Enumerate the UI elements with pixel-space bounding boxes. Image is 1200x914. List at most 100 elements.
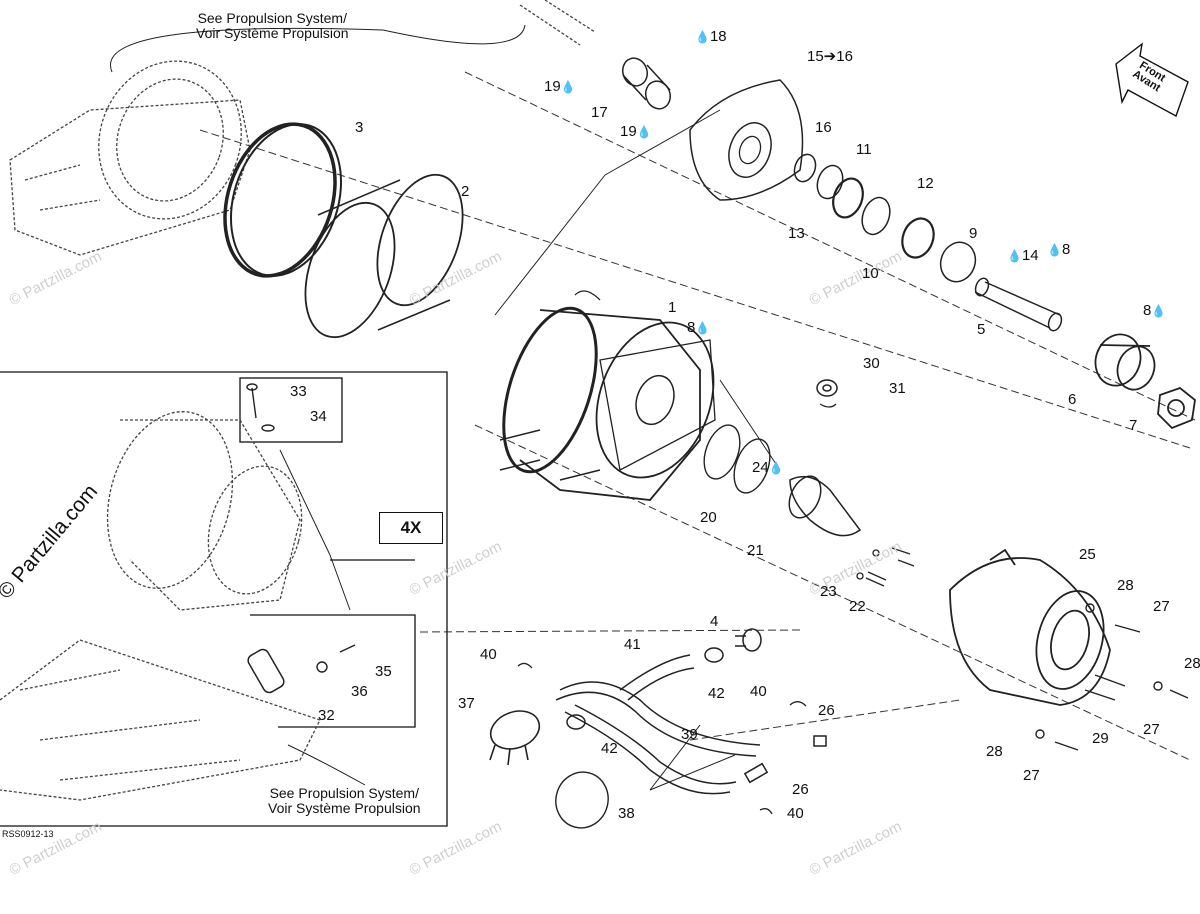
drop-icon: 💧 (1151, 304, 1167, 318)
part-31-clip (819, 403, 837, 408)
drop-icon: 💧 (1047, 243, 1062, 257)
callout-15-16: 15➔16 (807, 48, 853, 65)
callout-4: 4 (710, 613, 719, 630)
callout-42-lower: 42 (601, 740, 618, 757)
callout-28-right: 28 (1184, 655, 1200, 672)
callout-8-shaft-text: 8 (1061, 241, 1071, 258)
callout-39: 39 (681, 726, 698, 743)
callout-9: 9 (969, 225, 978, 242)
reference-note-top-line1: See Propulsion System/ (197, 10, 347, 26)
callout-27-upper: 27 (1153, 598, 1170, 615)
quantity-multiplier: 4X (379, 512, 443, 544)
part-42-clamps (566, 647, 724, 730)
callout-34: 34 (310, 408, 327, 425)
drop-icon: 💧 (768, 461, 784, 475)
callout-32: 32 (318, 707, 335, 724)
callout-6: 6 (1068, 391, 1077, 408)
parts-22-23-bolts (856, 547, 915, 587)
inset-panel (0, 371, 448, 827)
reference-note-bottom-line2: Voir Système Propulsion (268, 799, 421, 816)
callout-10: 10 (862, 265, 879, 282)
parts-27-28-29-fasteners (1035, 603, 1189, 751)
callout-1: 1 (668, 299, 677, 316)
part-38-o-ring (555, 771, 609, 829)
callout-19-bottom-text: 19 (620, 123, 637, 140)
part-40-clips (517, 662, 807, 815)
callout-16: 16 (815, 119, 832, 136)
callout-8-housing-text: 8 (687, 319, 696, 336)
parts-33-34-bolt (246, 383, 275, 432)
part-25-nozzle (949, 548, 1111, 706)
diagram-code: RSS0912-13 (2, 829, 54, 839)
drop-icon: 💧 (560, 80, 576, 94)
part-1-pump-housing (499, 290, 716, 501)
part-7-nut (1157, 386, 1196, 430)
part-20-o-rings (703, 424, 771, 494)
callout-21: 21 (747, 542, 764, 559)
inset-housing-illustration (106, 411, 303, 611)
part-4-fitting (735, 628, 762, 652)
callout-8-bearing-text: 8 (1143, 302, 1152, 319)
part-21-cone (788, 475, 862, 537)
callout-3: 3 (355, 119, 364, 136)
reference-note-bottom: See Propulsion System/ Voir Système Prop… (268, 786, 421, 815)
callout-40-lower: 40 (787, 805, 804, 822)
bearing-rings (793, 153, 977, 283)
callout-11: 11 (856, 141, 872, 158)
reference-note-top-line2: Voir Système Propulsion (196, 24, 349, 41)
callout-36: 36 (351, 683, 368, 700)
callout-18: 💧18 (695, 29, 727, 44)
callout-18-text: 18 (709, 28, 727, 45)
callout-42-upper: 42 (708, 685, 725, 702)
callout-14-text: 14 (1021, 247, 1039, 264)
callout-26-lower: 26 (792, 781, 809, 798)
front-arrow-icon (1115, 42, 1189, 118)
callout-19-bottom: 19💧 (620, 124, 652, 139)
part-26-connectors (743, 735, 827, 784)
inset-hull-illustration (0, 639, 321, 801)
part-37-manifold (489, 710, 541, 766)
callout-31: 31 (889, 380, 906, 397)
callout-14: 💧14 (1007, 248, 1039, 263)
callout-27-lower: 27 (1023, 767, 1040, 784)
callout-13: 13 (788, 225, 805, 242)
part-30-washer (816, 379, 838, 397)
drop-icon: 💧 (1007, 249, 1022, 263)
callout-33: 33 (290, 383, 307, 400)
part-3-wear-ring-gasket (223, 122, 343, 278)
part-6-bearing (1094, 333, 1156, 391)
callout-5: 5 (977, 321, 986, 338)
part-2-sleeve (304, 173, 464, 339)
callout-35: 35 (375, 663, 392, 680)
callout-8-bearing: 8💧 (1143, 303, 1166, 318)
assembly-guide-lines (199, 71, 1196, 761)
callout-40-mid: 40 (750, 683, 767, 700)
callout-8-housing: 8💧 (687, 320, 710, 335)
callout-40-left: 40 (480, 646, 497, 663)
part-17-sleeve (621, 57, 672, 110)
callout-37: 37 (458, 695, 475, 712)
callout-28-lower: 28 (986, 743, 1003, 760)
reference-note-top: See Propulsion System/ Voir Système Prop… (196, 11, 349, 40)
callout-23: 23 (820, 583, 837, 600)
callout-8-shaft: 💧8 (1047, 242, 1070, 257)
drive-shaft-top (519, 0, 596, 46)
parts-35-36-bolt (316, 644, 356, 673)
drop-icon: 💧 (695, 321, 711, 335)
callout-29: 29 (1092, 730, 1109, 747)
water-hoses (555, 654, 761, 795)
callout-25: 25 (1079, 546, 1096, 563)
part-15-impeller (689, 79, 804, 201)
drop-icon: 💧 (695, 30, 710, 44)
callout-7: 7 (1129, 417, 1138, 434)
callout-28-upper: 28 (1117, 577, 1134, 594)
callout-26-upper: 26 (818, 702, 835, 719)
callout-41: 41 (624, 636, 641, 653)
callout-22: 22 (849, 598, 866, 615)
callout-24-text: 24 (752, 459, 769, 476)
part-5-shaft (974, 277, 1063, 332)
callout-2: 2 (461, 183, 470, 200)
callout-17: 17 (591, 104, 608, 121)
